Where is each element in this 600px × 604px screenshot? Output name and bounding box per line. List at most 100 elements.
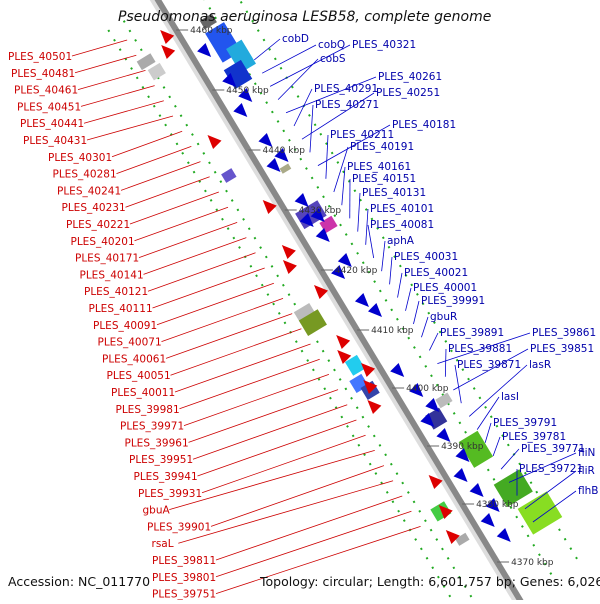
map-title: Pseudomonas aeruginosa LESB58, complete … bbox=[118, 9, 491, 25]
gene-label-right: cobS bbox=[320, 53, 346, 65]
reverse-gene-arrow bbox=[390, 363, 404, 377]
gene-block bbox=[280, 163, 292, 173]
accession-text: Accession: NC_011770 bbox=[8, 574, 150, 589]
leader-line-left bbox=[171, 329, 302, 375]
leader-line-left bbox=[72, 40, 127, 56]
leader-line-right bbox=[294, 89, 312, 126]
gene-label-right: PLES_40271 bbox=[315, 99, 379, 111]
reverse-gene-arrow bbox=[338, 253, 352, 267]
leader-line-left bbox=[202, 435, 366, 493]
gene-label-left: PLES_39941 bbox=[134, 471, 198, 483]
gene-label-left: PLES_39751 bbox=[152, 589, 216, 600]
axis-tick-label: 4450 kbp bbox=[226, 86, 269, 96]
leader-line-left bbox=[84, 101, 164, 123]
axis-tick-label: 4400 kbp bbox=[406, 384, 449, 394]
leader-line-right bbox=[334, 147, 348, 192]
leader-line-right bbox=[485, 423, 491, 443]
gene-label-right: PLES_40261 bbox=[378, 71, 442, 83]
gene-label-left: PLES_39931 bbox=[138, 488, 202, 500]
gene-label-right: PLES_39791 bbox=[493, 417, 557, 429]
leader-line-right bbox=[493, 437, 500, 456]
gene-label-left: PLES_40221 bbox=[66, 219, 130, 231]
axis-tick-label: 4420 kbp bbox=[335, 266, 378, 276]
leader-line-left bbox=[126, 177, 210, 207]
gene-label-right: PLES_39781 bbox=[502, 431, 566, 443]
genome-summary-text: Topology: circular; Length: 6,601,757 bp… bbox=[260, 574, 600, 589]
gene-block bbox=[435, 392, 452, 408]
axis-tick-label: 4370 kbp bbox=[511, 558, 554, 568]
reverse-gene-arrow bbox=[267, 158, 281, 172]
gene-label-left: PLES_39981 bbox=[116, 404, 180, 416]
gene-label-left: PLES_40141 bbox=[80, 269, 144, 281]
gene-label-left: PLES_40071 bbox=[98, 337, 162, 349]
gene-label-left: PLES_39801 bbox=[152, 572, 216, 584]
forward-gene-arrow bbox=[208, 135, 222, 149]
gene-label-left: PLES_40481 bbox=[11, 68, 75, 80]
reverse-gene-arrow bbox=[481, 513, 495, 527]
leader-line-right bbox=[254, 39, 280, 60]
gene-label-right: flhB bbox=[578, 485, 598, 497]
gene-label-left: rsaL bbox=[152, 538, 174, 550]
leader-line-left bbox=[211, 466, 384, 527]
gene-label-left: PLES_40171 bbox=[75, 253, 139, 265]
leader-line-right bbox=[445, 349, 446, 377]
leader-line-left bbox=[166, 314, 292, 359]
reverse-gene-arrow bbox=[258, 133, 272, 147]
gene-label-right: PLES_40001 bbox=[413, 282, 477, 294]
gene-label-left: PLES_40201 bbox=[71, 236, 135, 248]
gene-label-right: PLES_40161 bbox=[347, 161, 411, 173]
gene-label-right: PLES_39881 bbox=[448, 343, 512, 355]
gene-label-right: gbuR bbox=[430, 311, 457, 323]
gene-block bbox=[148, 63, 166, 81]
gene-label-right: aphA bbox=[387, 235, 415, 247]
leader-line-right bbox=[390, 257, 392, 284]
gene-block bbox=[221, 168, 236, 183]
gene-label-left: PLES_40091 bbox=[93, 320, 157, 332]
leader-line-left bbox=[180, 359, 320, 409]
gene-label-left: PLES_39901 bbox=[147, 521, 211, 533]
gene-label-right: PLES_40031 bbox=[394, 251, 458, 263]
forward-gene-arrow bbox=[367, 400, 381, 414]
gene-label-left: PLES_40301 bbox=[48, 152, 112, 164]
leader-line-left bbox=[216, 511, 411, 577]
leader-line-right bbox=[358, 193, 360, 232]
leader-line-left bbox=[144, 238, 247, 275]
leader-line-left bbox=[121, 162, 200, 191]
reverse-gene-arrow bbox=[368, 303, 382, 317]
leader-line-left bbox=[175, 344, 311, 392]
gene-label-left: PLES_40241 bbox=[57, 185, 121, 197]
gene-label-right: lasI bbox=[501, 391, 519, 403]
reverse-gene-arrow bbox=[295, 193, 309, 207]
forward-gene-arrow bbox=[283, 260, 297, 274]
gene-label-left: PLES_40451 bbox=[17, 101, 81, 113]
leader-line-right bbox=[501, 449, 519, 469]
gene-label-right: fliR bbox=[578, 465, 595, 477]
leader-line-left bbox=[78, 70, 145, 89]
leader-line-left bbox=[75, 55, 136, 73]
leader-line-left bbox=[135, 207, 229, 241]
leader-line-left bbox=[193, 405, 347, 459]
axis-tick-label: 4410 kbp bbox=[371, 326, 414, 336]
gene-label-right: PLES_40191 bbox=[350, 141, 414, 153]
reverse-gene-arrow bbox=[470, 483, 484, 497]
gene-label-left: PLES_40281 bbox=[53, 169, 117, 181]
forward-gene-arrow bbox=[282, 245, 296, 259]
axis-tick-label: 4430 kbp bbox=[299, 206, 342, 216]
gene-label-right: PLES_39991 bbox=[421, 295, 485, 307]
gene-label-right: PLES_39871 bbox=[457, 359, 521, 371]
forward-gene-arrow bbox=[161, 45, 175, 59]
reverse-gene-arrow bbox=[454, 468, 468, 482]
gene-label-left: PLES_40431 bbox=[23, 135, 87, 147]
gene-label-right: lasR bbox=[529, 359, 551, 371]
gene-label-left: PLES_39951 bbox=[129, 454, 193, 466]
gene-label-left: PLES_39811 bbox=[152, 555, 216, 567]
gene-label-right: fliN bbox=[578, 447, 595, 459]
gene-label-left: PLES_40111 bbox=[89, 303, 153, 315]
gene-label-right: PLES_40181 bbox=[392, 119, 456, 131]
leader-line-left bbox=[139, 222, 237, 257]
leader-line-left bbox=[184, 374, 329, 425]
axis-tick-label: 4440 kbp bbox=[263, 146, 306, 156]
gene-label-right: PLES_39851 bbox=[530, 343, 594, 355]
gene-label-right: PLES_40151 bbox=[352, 173, 416, 185]
